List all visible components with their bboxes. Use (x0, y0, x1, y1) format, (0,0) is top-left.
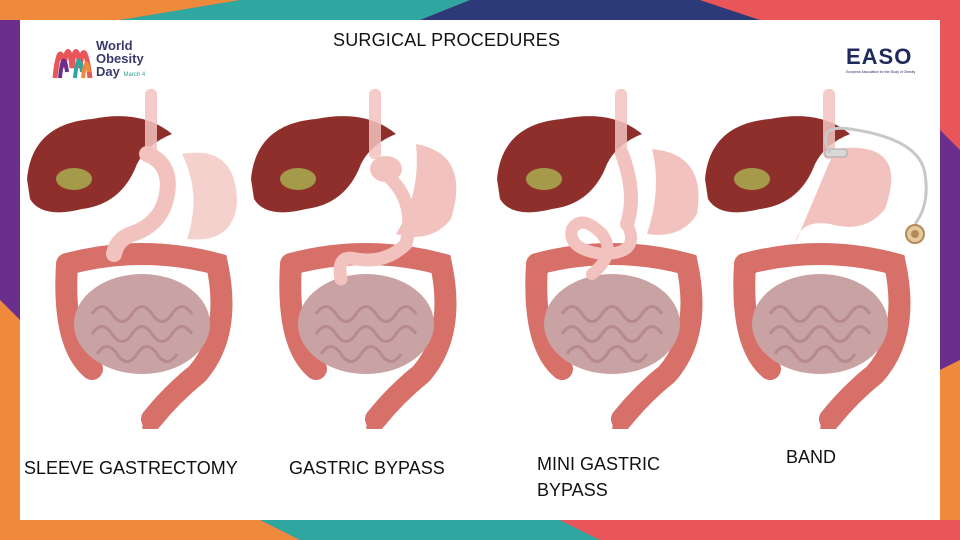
mini-gastric-bypass-illustration (492, 84, 732, 429)
logo-line-3: Day (96, 64, 120, 79)
world-obesity-day-logo-icon (52, 49, 93, 79)
logo-line-2: Obesity (96, 51, 144, 66)
easo-logo-tagline: European Association for the Study of Ob… (846, 70, 916, 74)
caption-band: BAND (786, 447, 837, 467)
sleeve-gastrectomy-illustration (22, 84, 237, 429)
band-illustration (700, 84, 928, 429)
caption-gastric-bypass: GASTRIC BYPASS (289, 458, 445, 478)
caption-sleeve-gastrectomy: SLEEVE GASTRECTOMY (24, 458, 238, 478)
caption-mini-gastric-bypass: MINI GASTRIC BYPASS (537, 454, 661, 500)
page-title: SURGICAL PROCEDURES (333, 30, 561, 50)
logo-date: March 4 (123, 72, 146, 78)
gastric-bypass-illustration (246, 84, 486, 429)
slide-card (20, 20, 940, 520)
logo-line-1: World (96, 38, 133, 53)
world-obesity-day-text: World Obesity Day March 4 (96, 39, 145, 82)
easo-logo-name: EASO (846, 44, 913, 69)
